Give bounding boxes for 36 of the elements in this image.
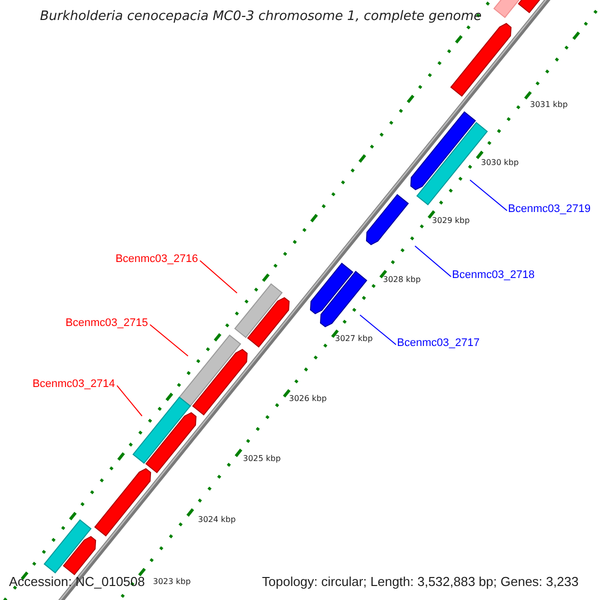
- scale-label: 3024 kbp: [198, 515, 236, 525]
- gene-feature: [366, 194, 409, 246]
- leader-line: [116, 385, 142, 416]
- gene-label: Bcenmc03_2716: [115, 253, 198, 266]
- gene-feature: [178, 334, 242, 408]
- leader-line: [470, 180, 508, 212]
- gene-feature: [450, 22, 512, 97]
- gene-label: Bcenmc03_2717: [397, 337, 480, 350]
- gene-feature: [44, 519, 92, 574]
- gene-feature: [234, 283, 283, 338]
- gene-feature: [320, 270, 368, 328]
- scale-label: 3028 kbp: [383, 275, 421, 285]
- gene-feature: [94, 468, 152, 536]
- gene-feature: [310, 262, 354, 314]
- info-text: Topology: circular; Length: 3,532,883 bp; Genes: 3,233: [262, 574, 579, 590]
- gene-feature: [192, 348, 248, 416]
- leader-line: [360, 314, 396, 346]
- gene-feature: [247, 297, 290, 348]
- gene-feature: [62, 536, 96, 576]
- scale-label: 3026 kbp: [289, 394, 327, 404]
- gene-label: Bcenmc03_2718: [452, 269, 535, 282]
- scale-label: 3023 kbp: [153, 577, 191, 587]
- gene-label: Bcenmc03_2715: [65, 317, 148, 330]
- title: Burkholderia cenocepacia MC0-3 chromosome 1, complete genome: [40, 9, 482, 25]
- gene-label: Bcenmc03_2714: [32, 378, 115, 392]
- leader-line: [200, 260, 238, 294]
- gene-feature: [410, 111, 476, 190]
- scale-label: 3027 kbp: [335, 334, 373, 344]
- scale-label: 3029 kbp: [432, 216, 470, 226]
- leader-line: [414, 246, 452, 278]
- gene-label: Bcenmc03_2719: [508, 203, 591, 216]
- gene-feature: [145, 412, 197, 474]
- scale-label: 3025 kbp: [243, 454, 281, 464]
- scale-label: 3031 kbp: [530, 100, 568, 110]
- gene-feature: [132, 396, 191, 464]
- scale-label: 3030 kbp: [481, 158, 519, 168]
